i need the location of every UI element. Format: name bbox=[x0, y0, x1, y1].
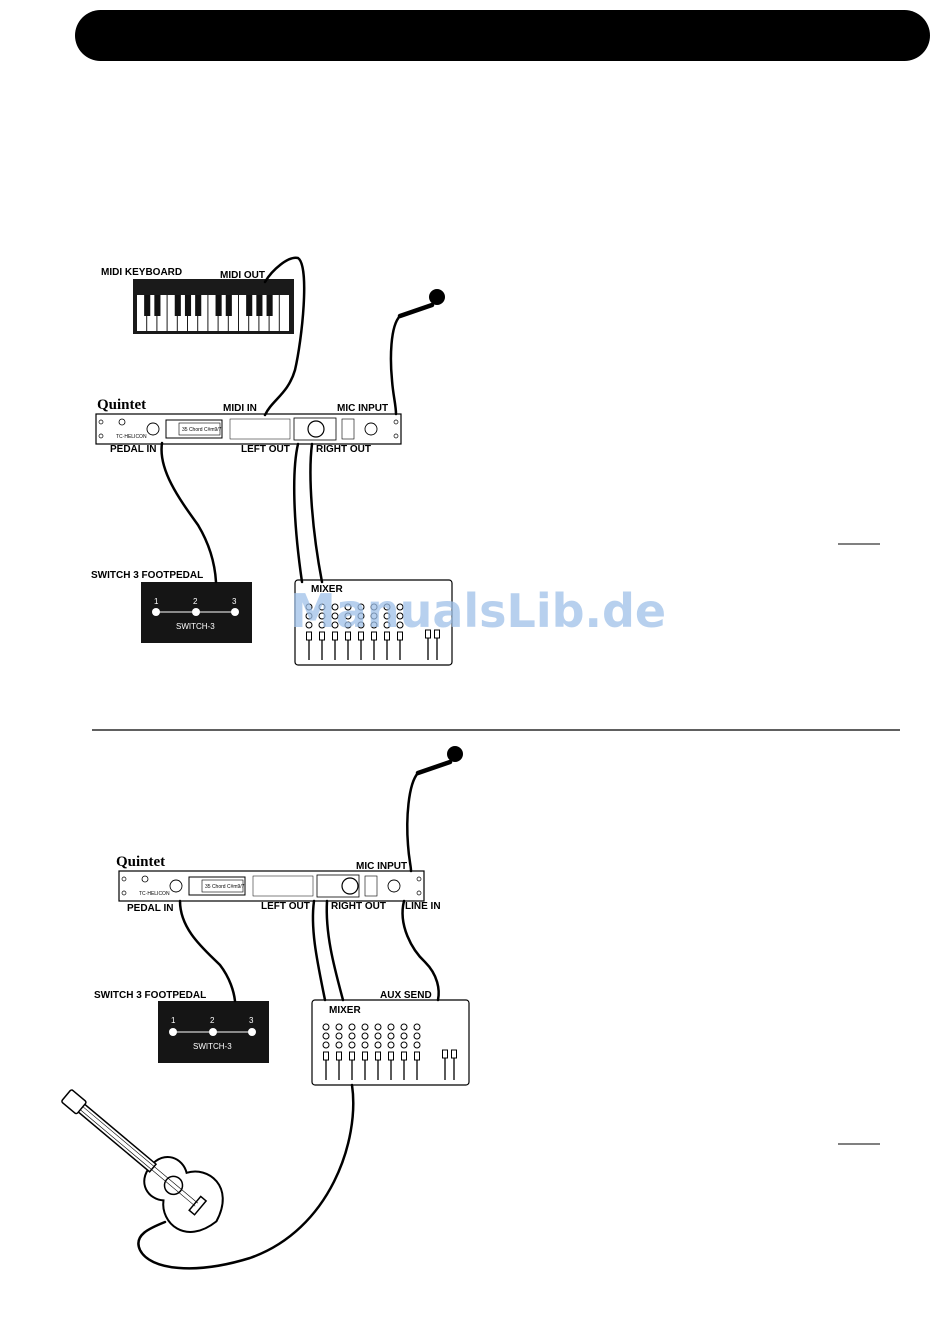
footswitch-name-2: SWITCH-3 bbox=[193, 1042, 232, 1051]
device-display-1: 35 Chord C#m9/7 bbox=[182, 427, 222, 433]
mic-cable-1 bbox=[391, 316, 400, 414]
footswitch-button-icon bbox=[231, 608, 239, 616]
right-out-label-1: RIGHT OUT bbox=[316, 444, 371, 455]
footswitch-button-icon bbox=[169, 1028, 177, 1036]
black-key bbox=[175, 295, 181, 316]
black-key bbox=[226, 295, 232, 316]
fader-cap bbox=[337, 1052, 342, 1060]
footswitch-number-1: 1 bbox=[171, 1016, 176, 1025]
line-in-label: LINE IN bbox=[405, 901, 441, 912]
fader-cap bbox=[376, 1052, 381, 1060]
device-maker-1: TC·HELICON bbox=[116, 434, 147, 440]
mic-input-label-2: MIC INPUT bbox=[356, 861, 407, 872]
footswitch-button-icon bbox=[209, 1028, 217, 1036]
fader-cap bbox=[415, 1052, 420, 1060]
left-out-cable-1 bbox=[294, 444, 302, 582]
quintet-unit-1: TC·HELICON 35 Chord C#m9/7 bbox=[96, 414, 401, 444]
footswitch-number-3: 3 bbox=[232, 597, 237, 606]
left-out-label-2: LEFT OUT bbox=[261, 901, 310, 912]
keyboard-keys bbox=[137, 295, 289, 331]
pedal-cable-2 bbox=[180, 901, 235, 1001]
footswitch-button-icon bbox=[152, 608, 160, 616]
right-out-cable-1 bbox=[310, 444, 322, 582]
quintet-brand-2: Quintet bbox=[116, 854, 165, 870]
microphone-icon bbox=[400, 289, 445, 316]
right-out-label-2: RIGHT OUT bbox=[331, 901, 386, 912]
midi-out-label: MIDI OUT bbox=[220, 270, 265, 281]
watermark: ManualsLib.de bbox=[290, 584, 666, 638]
midi-keyboard-label: MIDI KEYBOARD bbox=[101, 267, 182, 278]
black-key bbox=[216, 295, 222, 316]
white-key bbox=[280, 295, 289, 331]
quintet-brand-1: Quintet bbox=[97, 397, 146, 413]
black-key bbox=[246, 295, 252, 316]
left-out-label-1: LEFT OUT bbox=[241, 444, 290, 455]
microphone-icon bbox=[418, 746, 463, 773]
black-key bbox=[154, 295, 160, 316]
pedal-cable-1 bbox=[162, 443, 216, 582]
fader-cap bbox=[350, 1052, 355, 1060]
midi-keyboard bbox=[133, 279, 294, 334]
black-key bbox=[185, 295, 191, 316]
black-key bbox=[144, 295, 150, 316]
acoustic-guitar-icon bbox=[46, 1071, 236, 1245]
black-key bbox=[195, 295, 201, 316]
switch3-footpedal-1: 1 2 3 SWITCH-3 bbox=[141, 582, 252, 643]
master-fader-cap bbox=[443, 1050, 448, 1058]
mic-cable-2 bbox=[407, 773, 418, 871]
master-fader-cap bbox=[452, 1050, 457, 1058]
fader-cap bbox=[402, 1052, 407, 1060]
setup-2-diagram: TC·HELICON 35 Chord C#m9/7 Quintet MIC I… bbox=[46, 746, 880, 1268]
device-display-2: 35 Chord C#m9/7 bbox=[205, 884, 245, 890]
footswitch-number-2: 2 bbox=[210, 1016, 215, 1025]
footpedal-label-2: SWITCH 3 FOOTPEDAL bbox=[94, 990, 206, 1001]
fader-cap bbox=[324, 1052, 329, 1060]
footswitch-name-1: SWITCH-3 bbox=[176, 622, 215, 631]
footswitch-button-icon bbox=[248, 1028, 256, 1036]
midi-in-label: MIDI IN bbox=[223, 403, 257, 414]
left-out-cable-2 bbox=[313, 901, 325, 1000]
mic-input-label-1: MIC INPUT bbox=[337, 403, 388, 414]
footpedal-label-1: SWITCH 3 FOOTPEDAL bbox=[91, 570, 203, 581]
switch3-footpedal-2: 1 2 3 SWITCH-3 bbox=[158, 1001, 269, 1063]
pedal-in-label-1: PEDAL IN bbox=[110, 444, 157, 455]
right-out-cable-2 bbox=[327, 901, 343, 1000]
fader-cap bbox=[389, 1052, 394, 1060]
mixer-label-2: MIXER bbox=[329, 1005, 361, 1016]
footswitch-number-1: 1 bbox=[154, 597, 159, 606]
fader-cap bbox=[363, 1052, 368, 1060]
footswitch-button-icon bbox=[192, 608, 200, 616]
line-in-cable bbox=[403, 901, 439, 1000]
footswitch-number-2: 2 bbox=[193, 597, 198, 606]
black-key bbox=[256, 295, 262, 316]
pedal-in-label-2: PEDAL IN bbox=[127, 903, 174, 914]
aux-send-label: AUX SEND bbox=[380, 990, 432, 1001]
footswitch-number-3: 3 bbox=[249, 1016, 254, 1025]
black-key bbox=[267, 295, 273, 316]
device-maker-2: TC·HELICON bbox=[139, 891, 170, 897]
quintet-unit-2: TC·HELICON 35 Chord C#m9/7 bbox=[119, 871, 424, 901]
